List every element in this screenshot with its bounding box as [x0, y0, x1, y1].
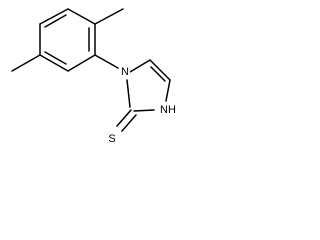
bond-c5-c6: [67, 54, 96, 72]
double-bond-inner-2: [44, 51, 67, 65]
methyl-bond-top: [94, 8, 124, 25]
imidazole-ring: [126, 59, 171, 112]
bond-c2-c3: [39, 8, 69, 25]
bond-c1-c2: [67, 8, 96, 25]
thione-bond-1: [116, 109, 132, 127]
benzene-ring: [39, 8, 96, 72]
methyl-bond-left: [11, 54, 41, 72]
double-bond-c4-c5-inner: [150, 66, 166, 82]
bond-c5-c4: [149, 59, 171, 81]
bond-c2-n1: [126, 79, 131, 108]
bond-c4-c5: [39, 54, 69, 72]
bond-drawing: [11, 8, 171, 132]
thione-bond-2: [121, 114, 137, 132]
aryl-n-bond: [94, 54, 119, 69]
sulfur-label: S: [107, 133, 117, 145]
double-bond-inner-1: [44, 14, 67, 28]
bond-n3-c2: [133, 109, 155, 112]
structure-diagram: N NH S: [0, 0, 210, 160]
nh-label: NH: [159, 104, 177, 116]
bond-c4-n3: [165, 79, 171, 102]
nitrogen-label: N: [120, 66, 130, 78]
bond-n1-c5: [129, 59, 151, 73]
